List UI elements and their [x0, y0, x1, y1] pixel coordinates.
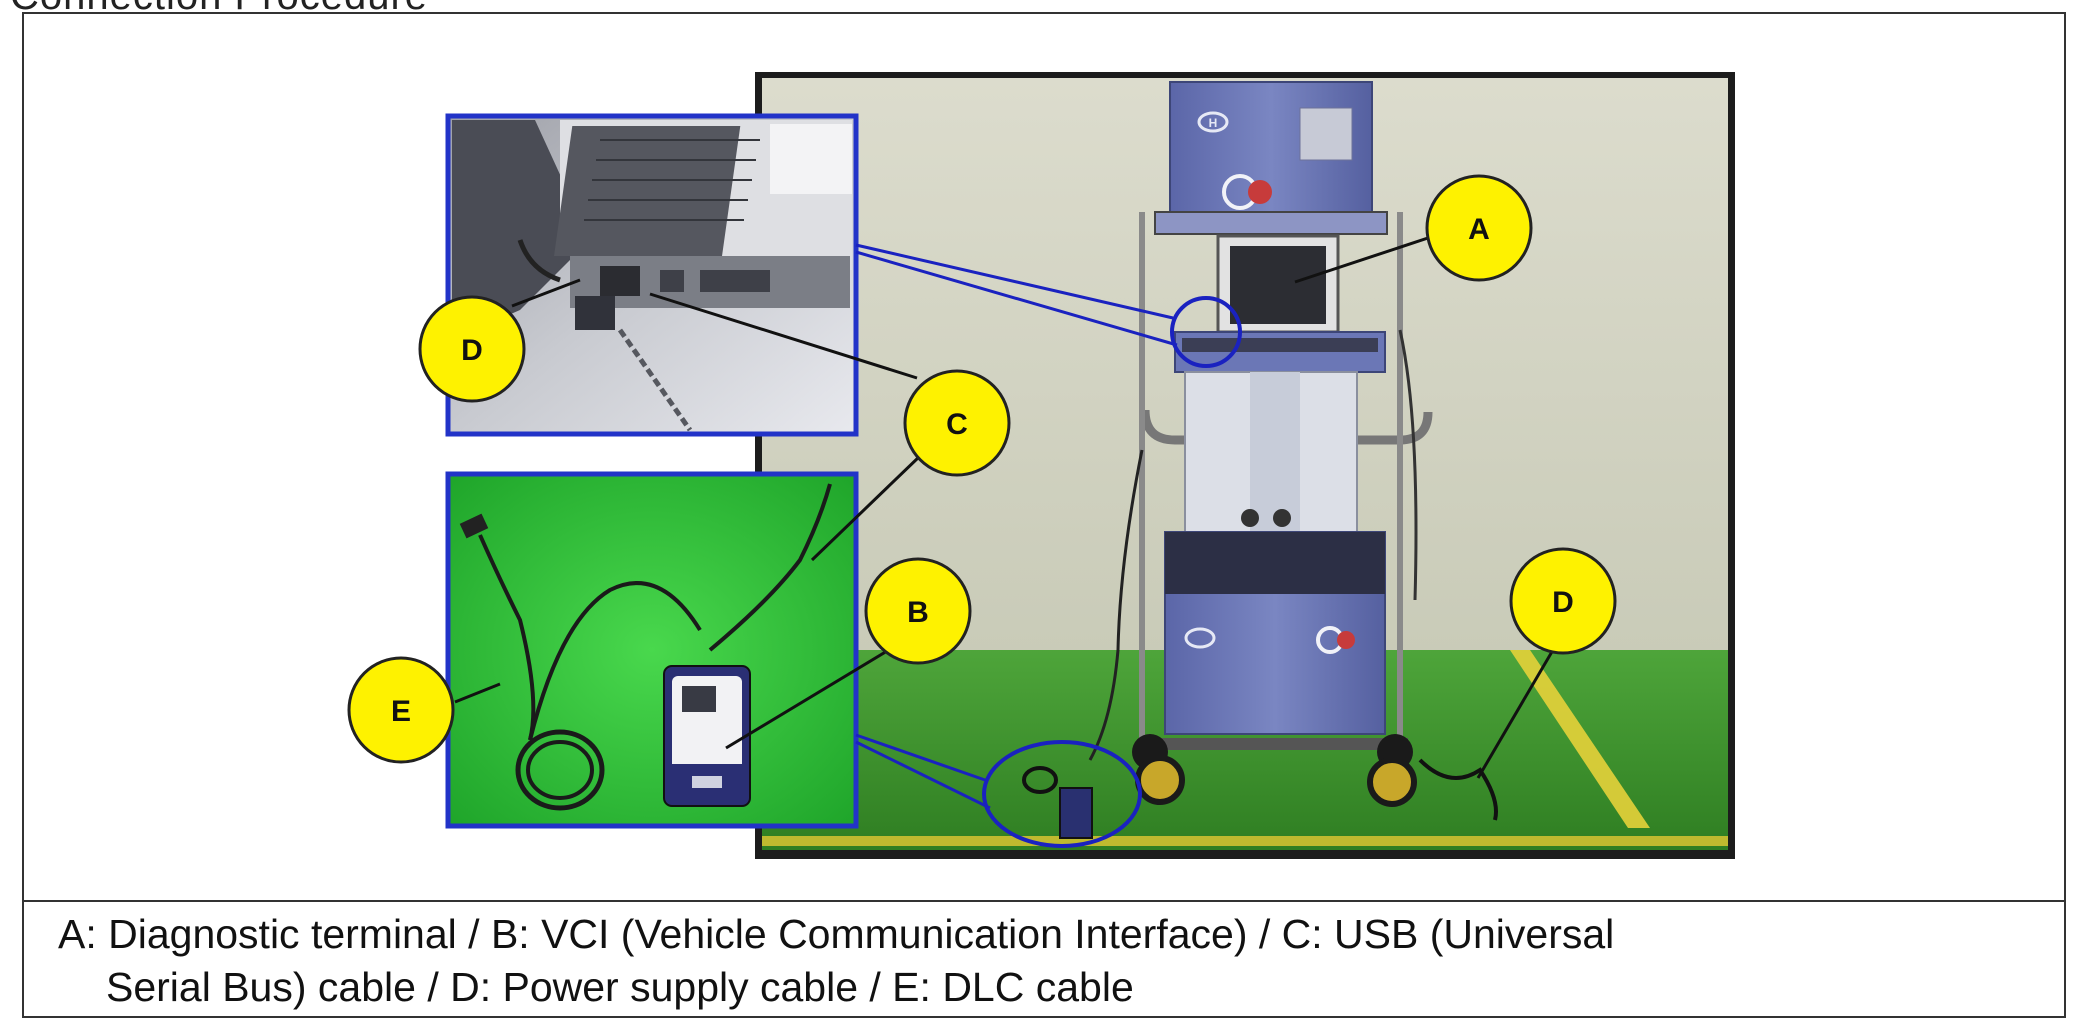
hyundai-logo-icon: H — [1197, 111, 1229, 133]
callout-e: E — [347, 656, 455, 764]
callout-b: B — [864, 557, 972, 665]
callout-a: A — [1425, 174, 1533, 282]
callout-c-label: C — [946, 408, 968, 441]
caption-divider — [22, 900, 2066, 902]
vci-device — [663, 665, 751, 807]
diagnostic-cart: H — [1022, 81, 1498, 839]
zoom-pointers — [855, 243, 1178, 810]
inset-vci-kit — [445, 471, 859, 829]
callout-d-main-label: D — [1552, 586, 1574, 619]
equipment-diagram: H — [347, 72, 1735, 859]
callout-d-inset-label: D — [461, 334, 483, 367]
figure-frame — [22, 12, 2066, 1018]
header-fragment-text: Connection Procedure — [10, 0, 428, 14]
caption-line-2: Serial Bus) cable / D: Power supply cabl… — [106, 964, 1134, 1010]
header-fragment: Connection Procedure — [0, 0, 2077, 14]
vci-floor-highlight — [982, 740, 1142, 848]
usb-port-highlight — [1170, 296, 1242, 368]
callout-e-label: E — [391, 695, 411, 728]
callout-c: C — [903, 369, 1011, 477]
figure-caption: A: Diagnostic terminal / B: VCI (Vehicle… — [58, 908, 2038, 1014]
callout-d-main: D — [1509, 547, 1617, 655]
callout-d-inset: D — [418, 295, 526, 403]
workshop-photo: H — [755, 72, 1735, 859]
caption-line-1: A: Diagnostic terminal / B: VCI (Vehicle… — [58, 911, 1615, 957]
inset-laptop-ports — [445, 113, 859, 437]
callout-a-label: A — [1468, 213, 1490, 246]
callout-b-label: B — [907, 596, 929, 629]
svg-text:H: H — [1209, 116, 1218, 130]
leader-lines — [454, 232, 1562, 779]
gds-logo-icon — [1222, 174, 1272, 210]
